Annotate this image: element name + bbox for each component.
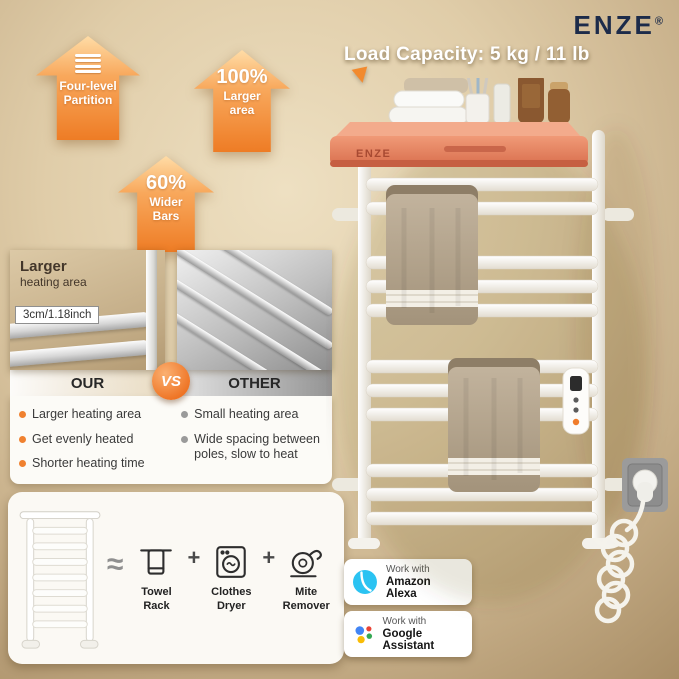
google-assistant-badge: Work with Google Assistant <box>344 611 472 657</box>
item-label: Towel <box>141 585 172 598</box>
wall-outlet <box>622 458 668 512</box>
badge-text: Work with Amazon Alexa <box>386 564 464 600</box>
bullet-dot-icon <box>19 435 26 443</box>
shelf-logo: ENZE <box>356 148 391 160</box>
arrow-label: Larger <box>223 89 261 103</box>
feature-arrow-partition: Four-level Partition <box>36 36 140 140</box>
item-label: Rack <box>143 599 170 612</box>
shelf-items <box>388 78 570 125</box>
comparison-section: Larger heating area 3cm/1.18inch OUR OTH… <box>10 250 332 484</box>
hanging-towel-upper <box>386 185 478 325</box>
item-label: Clothes <box>211 585 252 598</box>
google-assistant-icon <box>355 626 373 644</box>
plus-symbol: + <box>262 545 276 570</box>
clothes-dryer-icon <box>216 545 247 578</box>
badge-text: Work with Google Assistant <box>383 616 465 652</box>
feature-arrow-larger-area: 100% Larger area <box>194 50 290 152</box>
thin-bar-graphic <box>177 271 332 370</box>
arrow-label: Partition <box>63 92 113 107</box>
mite-remover-icon <box>290 549 323 578</box>
amber-jar <box>548 82 570 123</box>
other-product-photo <box>177 250 332 370</box>
toothbrush-cup <box>465 78 490 124</box>
bullet-dot-icon <box>19 411 26 418</box>
arrow-label: Four-level <box>59 78 117 93</box>
hanging-towel-lower <box>448 358 540 492</box>
badge-line1: Work with <box>385 564 430 575</box>
load-capacity-text: Load Capacity: 5 kg / 11 lb <box>344 44 590 65</box>
control-panel <box>562 367 590 435</box>
point-text: Get evenly heated <box>32 431 134 446</box>
power-plug <box>632 469 658 502</box>
other-label: OTHER <box>177 370 332 396</box>
plus-symbol: + <box>187 545 201 570</box>
arrow-value: 60% <box>145 172 187 194</box>
approx-symbol: ≈ <box>107 548 124 581</box>
vs-badge: VS <box>152 362 190 400</box>
arrow-label: Wider <box>149 195 183 209</box>
pump-bottle <box>518 78 544 123</box>
bullet-dot-icon <box>181 411 189 418</box>
item-label: Remover <box>282 599 330 612</box>
photo-title-line2: heating area <box>20 275 87 289</box>
mini-towel-rack-image <box>19 511 101 649</box>
brand-logo-text: ENZE <box>573 10 655 40</box>
arrow-value: 100% <box>216 66 268 88</box>
product-scene: ENZE <box>330 78 668 624</box>
registered-mark: ® <box>654 15 663 28</box>
feature-arrow-wider-bars: 60% Wider Bars <box>118 156 214 252</box>
photo-title: Larger heating area <box>20 258 87 289</box>
our-points: Larger heating area Get evenly heated Sh… <box>19 407 181 472</box>
our-product-photo: Larger heating area 3cm/1.18inch <box>10 250 165 370</box>
other-points: Small heating area Wide spacing between … <box>181 407 325 472</box>
bullet-dot-icon <box>181 435 189 443</box>
towel-rack-icon <box>140 549 173 575</box>
wide-bar-graphic <box>10 339 152 368</box>
arrow-label: area <box>229 103 255 118</box>
top-shelf: ENZE <box>330 122 588 167</box>
comparison-points: Larger heating area Get evenly heated Sh… <box>10 396 332 484</box>
coiled-cable <box>593 499 646 624</box>
side-pole-graphic <box>146 250 157 370</box>
amazon-alexa-icon <box>352 570 377 594</box>
badge-line1: Work with <box>382 616 427 627</box>
badge-line2: Google Assistant <box>382 628 435 652</box>
brand-logo: ENZE® <box>574 10 663 41</box>
point-text: Larger heating area <box>32 407 142 421</box>
badge-line2: Amazon Alexa <box>385 576 431 600</box>
item-label: Dryer <box>216 599 246 612</box>
partition-stack-icon <box>75 51 101 76</box>
photo-title-line1: Larger <box>20 258 67 275</box>
bullet-dot-icon <box>19 460 26 468</box>
item-label: Mite <box>295 585 318 598</box>
point-text: Wide spacing between poles, slow to heat <box>194 431 320 462</box>
arrow-label: Bars <box>152 209 180 224</box>
measurement-label: 3cm/1.18inch <box>15 306 100 324</box>
our-label: OUR <box>10 370 165 396</box>
point-text: Shorter heating time <box>32 456 145 471</box>
point-text: Small heating area <box>194 407 299 421</box>
